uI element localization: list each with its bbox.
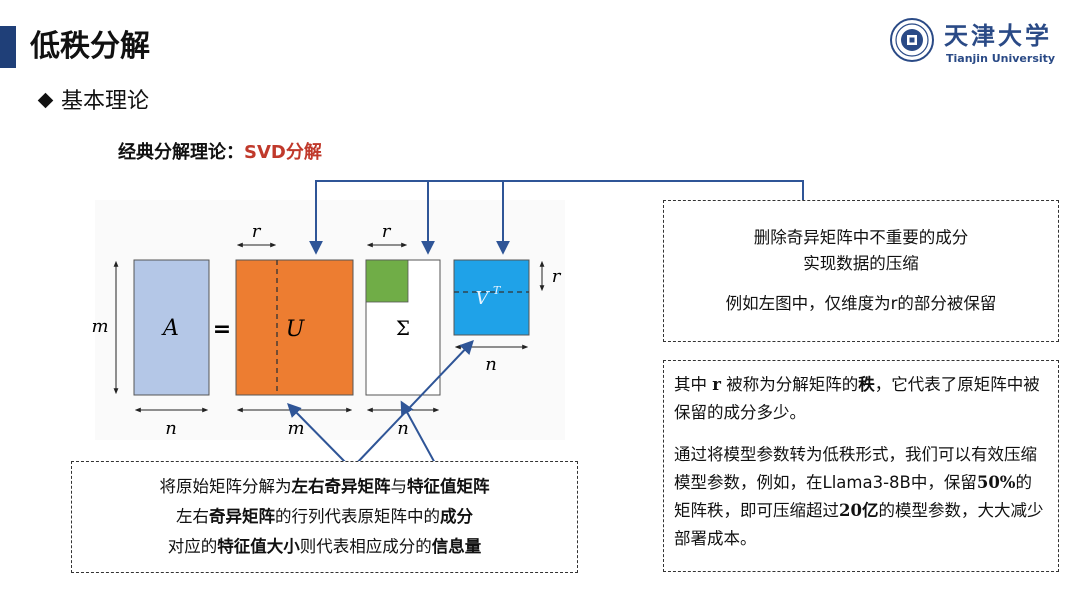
dim-n-label-v: n — [485, 354, 497, 375]
compression-line-1: 删除奇异矩阵中不重要的成分 — [753, 228, 969, 247]
matrix-v-label: V — [476, 288, 491, 309]
bottom-line-2: 左右奇异矩阵的行列代表原矩阵中的成分 — [176, 507, 473, 526]
connector-to-u — [309, 180, 804, 255]
compression-line-2: 实现数据的压缩 — [803, 254, 919, 273]
university-name-cn: 天津大学 — [944, 21, 1052, 50]
university-name-en: Tianjin University — [946, 52, 1056, 65]
matrix-a-block — [133, 259, 210, 396]
section-heading: 经典分解理论：SVD分解 — [118, 138, 322, 164]
arrow-bottom-to-sigma — [400, 400, 437, 466]
explanation-box-compression: 删除奇异矩阵中不重要的成分 实现数据的压缩 例如左图中，仅维度为r的部分被保留 — [663, 200, 1059, 342]
explanation-box-bottom: 将原始矩阵分解为左右奇异矩阵与特征值矩阵 左右奇异矩阵的行列代表原矩阵中的成分 … — [71, 461, 578, 573]
matrix-u-block — [235, 259, 354, 396]
subtitle-text: 基本理论 — [61, 89, 150, 114]
arrow-bottom-to-u — [287, 403, 349, 466]
dim-m-label-a: m — [91, 316, 108, 337]
sigma-retained-block — [365, 259, 409, 303]
section-label: 经典分解理论： — [118, 142, 244, 163]
rank-paragraph-1: 其中 r 被称为分解矩阵的秩，它代表了原矩阵中被保留的成分多少。 — [674, 375, 1040, 422]
dim-r-label-sigma: r — [382, 221, 392, 242]
matrix-v-superscript: T — [493, 284, 502, 297]
explanation-box-rank: 其中 r 被称为分解矩阵的秩，它代表了原矩阵中被保留的成分多少。 通过将模型参数… — [663, 360, 1059, 572]
dim-n-label-a: n — [165, 418, 177, 439]
matrix-sigma-label: Σ — [396, 316, 410, 340]
subtitle: 基本理论 — [34, 86, 149, 118]
matrix-a-label: A — [161, 316, 179, 341]
dim-r-label-u: r — [252, 221, 262, 242]
rank-paragraph-2: 通过将模型参数转为低秩形式，我们可以有效压缩模型参数，例如，在Llama3-8B… — [674, 445, 1044, 548]
university-seal-icon — [890, 18, 934, 62]
compression-line-3: 例如左图中，仅维度为r的部分被保留 — [725, 294, 997, 313]
section-highlight: SVD分解 — [244, 142, 322, 163]
dim-n-label-sigma: n — [397, 418, 409, 439]
equals-sign: = — [213, 317, 231, 342]
bottom-line-3: 对应的特征值大小则代表相应成分的信息量 — [167, 537, 482, 556]
bottom-line-1: 将原始矩阵分解为左右奇异矩阵与特征值矩阵 — [159, 477, 490, 496]
dim-r-label-v: r — [552, 266, 562, 287]
dim-m-label-u: m — [287, 418, 304, 439]
matrix-v-block — [453, 259, 530, 336]
title-accent-bar — [0, 26, 16, 68]
matrix-u-label: U — [286, 317, 306, 342]
page-title: 低秩分解 — [30, 29, 150, 64]
